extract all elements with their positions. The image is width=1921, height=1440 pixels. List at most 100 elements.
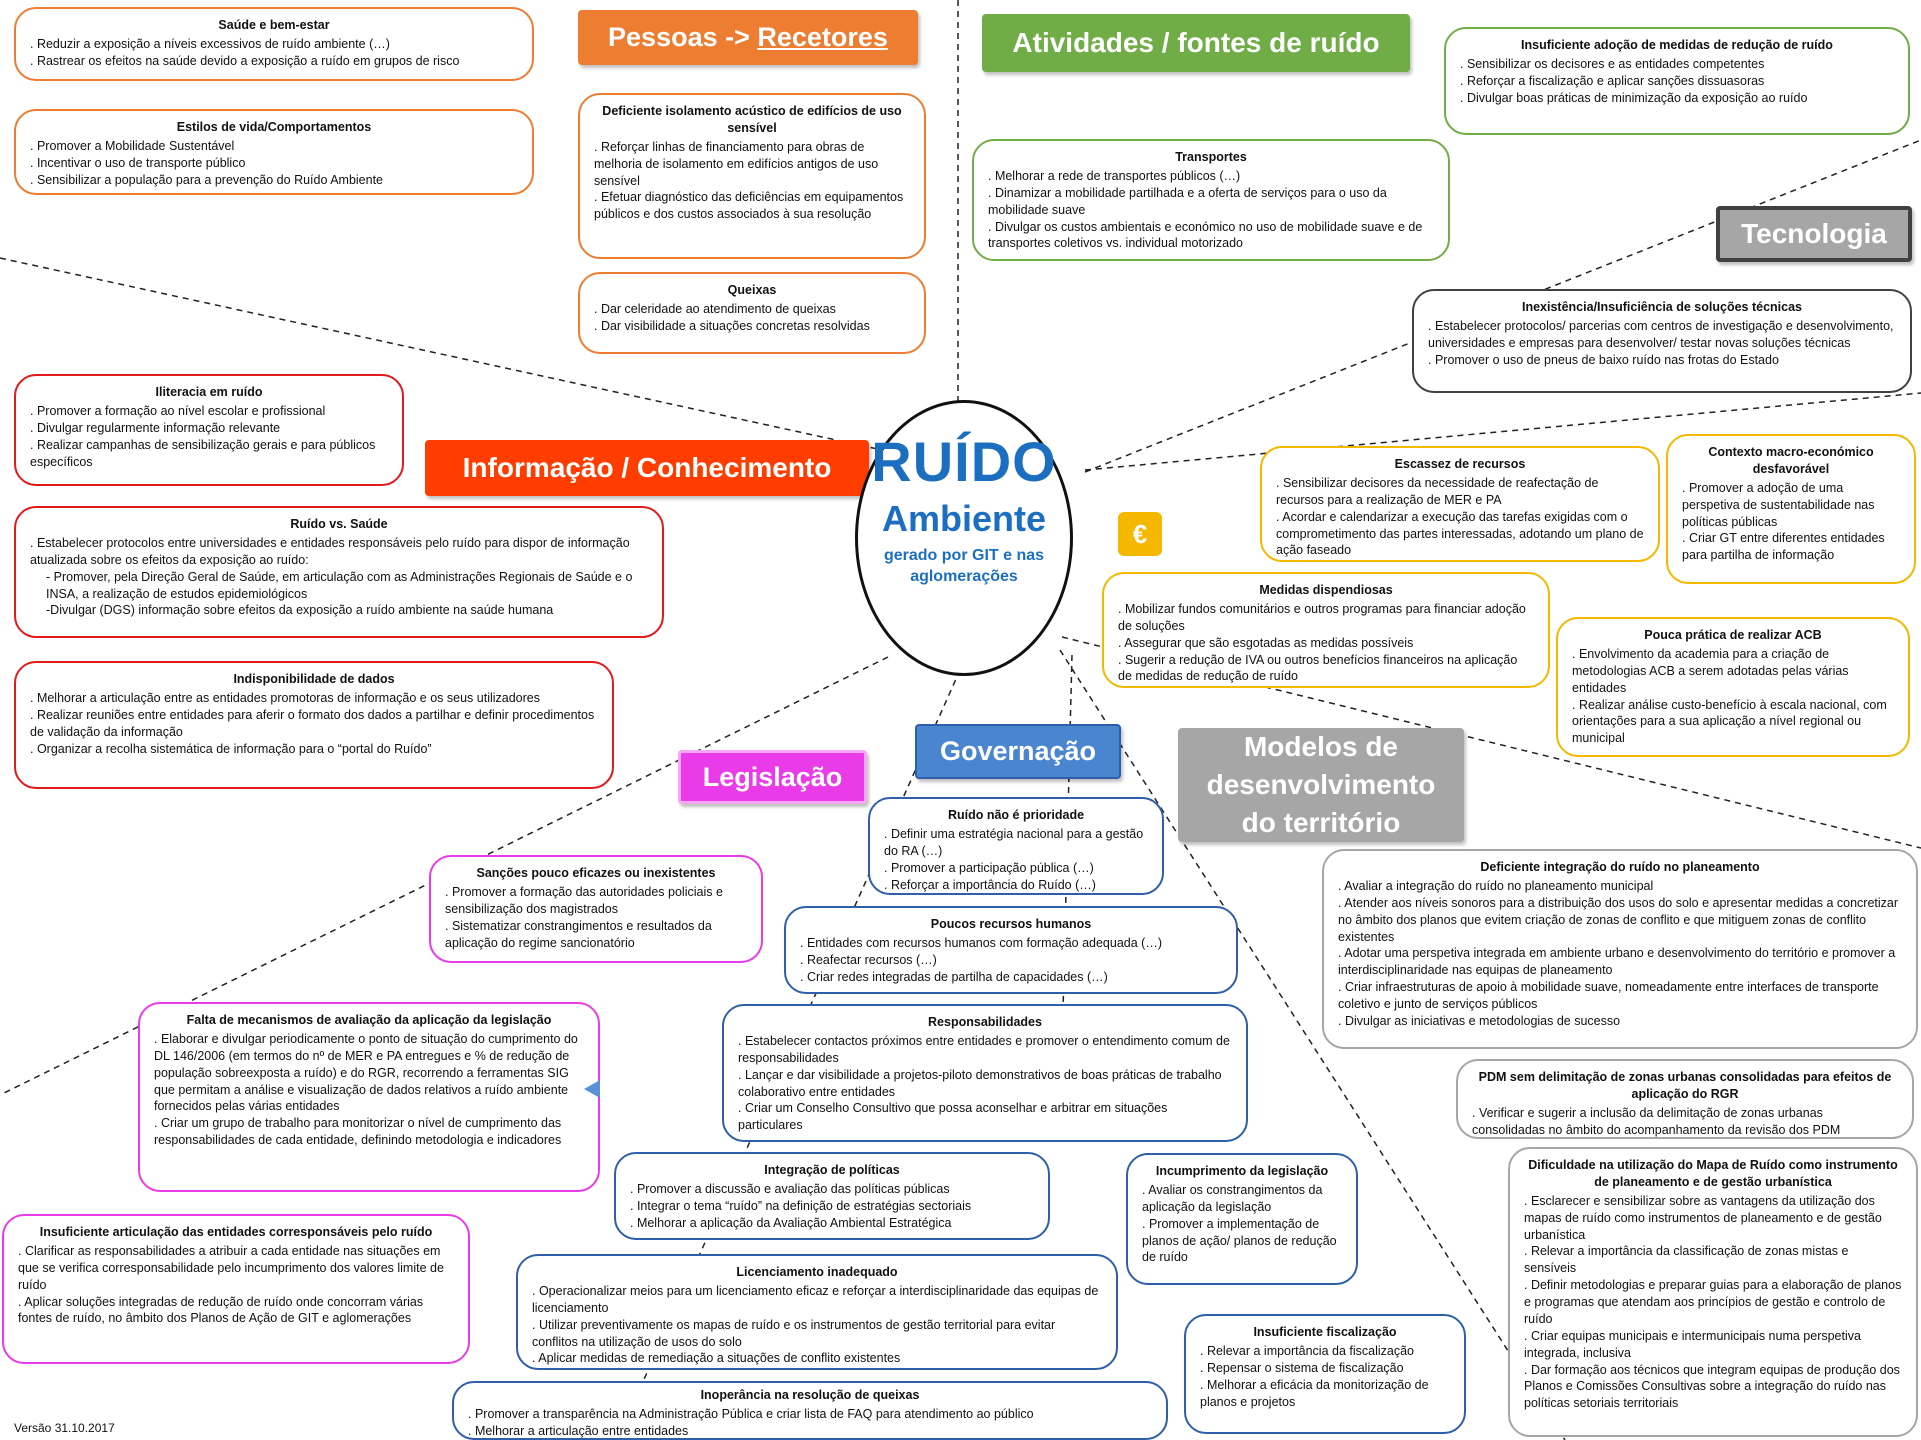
box-item: . Aplicar soluções integradas de redução… bbox=[18, 1294, 424, 1326]
box-title: Queixas bbox=[727, 283, 777, 297]
box-title: Licenciamento inadequado bbox=[736, 1265, 898, 1279]
box-title: Sanções pouco eficazes ou inexistentes bbox=[476, 866, 716, 880]
box-item: . Esclarecer e sensibilizar sobre as van… bbox=[1524, 1193, 1882, 1242]
box-sancoes: Sanções pouco eficazes ou inexistentes . … bbox=[429, 855, 763, 963]
box-title: Medidas dispendiosas bbox=[1259, 583, 1393, 597]
box-indisponibilidade: Indisponibilidade de dados. Melhorar a a… bbox=[14, 661, 614, 789]
box-item: . Divulgar boas práticas de minimização … bbox=[1460, 90, 1808, 105]
center-caption: gerado por GIT e nas aglomerações bbox=[883, 547, 1045, 585]
box-title: Saúde e bem-estar bbox=[218, 18, 330, 32]
triangle-marker-icon bbox=[584, 1080, 600, 1098]
box-item: . Efetuar diagnóstico das deficiências e… bbox=[594, 190, 904, 222]
box-estilos: Estilos de vida/Comportamentos. Promover… bbox=[14, 109, 534, 195]
box-item: . Verificar e sugerir a inclusão da deli… bbox=[1472, 1105, 1841, 1137]
box-inexistencia: Inexistência/Insuficiência de soluções t… bbox=[1412, 289, 1912, 393]
box-item: . Promover a adoção de uma perspetiva de… bbox=[1682, 480, 1875, 529]
box-item: . Promover a formação das autoridades po… bbox=[445, 884, 723, 916]
box-item: . Sensibilizar decisores da necessidade … bbox=[1276, 475, 1599, 507]
box-transportes: Transportes . Melhorar a rede de transpor… bbox=[972, 139, 1450, 261]
category-pessoas: Pessoas -> Recetores bbox=[578, 10, 918, 65]
category-informacao: Informação / Conhecimento bbox=[425, 440, 869, 496]
box-item: . Estabelecer protocolos entre universid… bbox=[30, 535, 630, 567]
center-title: RUÍDO bbox=[871, 430, 1057, 493]
box-dispendiosas: Medidas dispendiosas. Mobilizar fundos c… bbox=[1102, 572, 1550, 688]
box-item: . Dar visibilidade a situações concretas… bbox=[594, 318, 870, 333]
box-item: . Realizar análise custo-benefício à esc… bbox=[1572, 697, 1887, 746]
box-item: . Promover o uso de pneus de baixo ruído… bbox=[1428, 352, 1779, 367]
box-item: . Reafectar recursos (…) bbox=[800, 952, 937, 967]
box-item: . Reduzir a exposição a níveis excessivo… bbox=[30, 36, 390, 51]
box-title: Deficiente isolamento acústico de edifíc… bbox=[602, 104, 902, 135]
box-title: Deficiente integração do ruído no planea… bbox=[1480, 860, 1760, 874]
box-saude: Saúde e bem-estar . Reduzir a exposição a… bbox=[14, 7, 534, 81]
box-title: Incumprimento da legislação bbox=[1155, 1164, 1329, 1178]
line-gov-right bbox=[1059, 649, 1566, 1440]
box-isolamento: Deficiente isolamento acústico de edifíc… bbox=[578, 93, 926, 259]
box-item: . Assegurar que são esgotadas as medidas… bbox=[1118, 635, 1414, 650]
box-title: Falta de mecanismos de avaliação da apli… bbox=[186, 1013, 552, 1027]
box-item: . Melhorar a articulação entre as entida… bbox=[30, 690, 540, 705]
box-item: . Incentivar o uso de transporte público bbox=[30, 155, 246, 170]
box-item: . Melhorar a rede de transportes público… bbox=[988, 168, 1241, 183]
box-nao-prioridade: Ruído não é prioridade . Definir uma estr… bbox=[868, 797, 1164, 895]
box-incumprimento: Incumprimento da legislação . Avaliar os … bbox=[1126, 1153, 1358, 1285]
center-subtitle: Ambiente bbox=[881, 498, 1047, 539]
box-licenciamento: Licenciamento inadequado . Operacionaliza… bbox=[516, 1254, 1118, 1370]
box-title: Insuficiente articulação das entidades c… bbox=[39, 1225, 433, 1239]
box-item: . Promover a transparência na Administra… bbox=[468, 1406, 1034, 1421]
box-item: . Promover a participação pública (…) bbox=[884, 860, 1094, 875]
box-item: . Estabelecer contactos próximos entre e… bbox=[738, 1033, 1230, 1065]
box-item: . Lançar e dar visibilidade a projetos-p… bbox=[738, 1067, 1222, 1099]
box-title: Inoperância na resolução de queixas bbox=[700, 1388, 920, 1402]
box-title: Dificuldade na utilização do Mapa de Ruí… bbox=[1528, 1158, 1898, 1189]
box-item: . Melhorar a eficácia da monitorização d… bbox=[1200, 1377, 1429, 1409]
box-macro: Contexto macro-económico desfavorável . P… bbox=[1666, 434, 1916, 584]
box-item: . Definir uma estratégia nacional para a… bbox=[884, 826, 1144, 858]
box-item: . Adotar uma perspetiva integrada em amb… bbox=[1338, 946, 1896, 978]
category-modelos: Modelos de desenvolvimento do território bbox=[1178, 728, 1464, 842]
center-circle: RUÍDO Ambiente gerado por GIT e nas aglo… bbox=[855, 400, 1073, 676]
box-item: . Realizar reuniões entre entidades para… bbox=[30, 707, 595, 739]
box-item: . Repensar o sistema de fiscalização bbox=[1200, 1360, 1404, 1375]
box-item: . Organizar a recolha sistemática de inf… bbox=[30, 741, 432, 756]
box-recursos-humanos: Poucos recursos humanos. Entidades com r… bbox=[784, 906, 1238, 994]
box-item: . Aplicar medidas de remediação a situaç… bbox=[532, 1351, 901, 1366]
category-pessoas-link[interactable]: Recetores bbox=[757, 22, 888, 52]
box-item: . Avaliar a integração do ruído no plane… bbox=[1338, 878, 1654, 893]
box-falta-mecanismos: Falta de mecanismos de avaliação da apli… bbox=[138, 1002, 600, 1192]
box-item: . Operacionalizar meios para um licencia… bbox=[532, 1283, 1099, 1315]
box-item: . Sistematizar constrangimentos e result… bbox=[445, 918, 712, 950]
box-item: . Definir metodologias e preparar guias … bbox=[1524, 1278, 1902, 1326]
box-title: Contexto macro-económico desfavorável bbox=[1708, 445, 1874, 476]
box-item: . Realizar campanhas de sensibilização g… bbox=[30, 437, 376, 469]
box-title: Transportes bbox=[1175, 150, 1247, 164]
box-item: . Criar um grupo de trabalho para monito… bbox=[154, 1116, 562, 1148]
box-iliteracia: Iliteracia em ruído. Promover a formação… bbox=[14, 374, 404, 486]
box-item: -Divulgar (DGS) informação sobre efeitos… bbox=[46, 603, 554, 618]
box-item: . Promover a Mobilidade Sustentável bbox=[30, 138, 235, 153]
box-queixas: Queixas. Dar celeridade ao atendimento d… bbox=[578, 272, 926, 354]
box-item: . Avaliar os constrangimentos da aplicaç… bbox=[1142, 1182, 1323, 1214]
box-title: Ruído não é prioridade bbox=[947, 808, 1085, 822]
box-title: Insuficiente fiscalização bbox=[1253, 1325, 1397, 1339]
box-inoperancia: Inoperância na resolução de queixas . Pro… bbox=[452, 1381, 1168, 1440]
box-escassez: Escassez de recursos. Sensibilizar decis… bbox=[1260, 446, 1660, 562]
box-mapa-ruido: Dificuldade na utilização do Mapa de Ruí… bbox=[1508, 1147, 1918, 1437]
box-item: . Dinamizar a mobilidade partilhada e a … bbox=[988, 185, 1387, 217]
box-item: . Reforçar a fiscalização e aplicar sanç… bbox=[1460, 73, 1765, 88]
box-title: PDM sem delimitação de zonas urbanas con… bbox=[1478, 1070, 1892, 1101]
box-item: . Divulgar regularmente informação relev… bbox=[30, 420, 281, 435]
euro-icon: € bbox=[1118, 512, 1162, 556]
box-acb: Pouca prática de realizar ACB. Envolvime… bbox=[1556, 617, 1910, 757]
line-top-right bbox=[1084, 139, 1921, 473]
category-atividades: Atividades / fontes de ruído bbox=[982, 14, 1410, 72]
box-item: . Integrar o tema “ruído” na definição d… bbox=[630, 1198, 972, 1213]
box-title: Poucos recursos humanos bbox=[930, 917, 1092, 931]
box-item: . Utilizar preventivamente os mapas de r… bbox=[532, 1317, 1056, 1349]
box-item: . Melhorar a aplicação da Avaliação Ambi… bbox=[630, 1215, 952, 1230]
box-item: . Criar equipas municipais e intermunici… bbox=[1524, 1328, 1861, 1360]
box-title: Responsabilidades bbox=[928, 1015, 1042, 1029]
box-item: . Promover a discussão e avaliação das p… bbox=[630, 1181, 950, 1196]
box-ruido-saude: Ruído vs. Saúde. Estabelecer protocolos … bbox=[14, 506, 664, 638]
box-item: . Rastrear os efeitos na saúde devido a … bbox=[30, 53, 460, 68]
